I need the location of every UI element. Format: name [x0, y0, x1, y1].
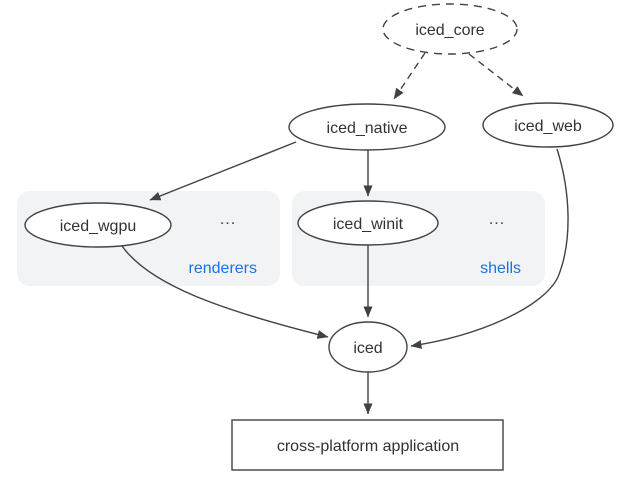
node-iced-native — [288, 103, 446, 151]
node-iced-winit-label: iced_winit — [333, 216, 404, 233]
node-iced-web — [482, 102, 614, 148]
node-iced-wgpu-label: iced_wgpu — [60, 218, 137, 235]
node-iced — [328, 321, 408, 373]
edge-core-to-native — [393, 52, 426, 100]
renderers-ellipsis: ... — [220, 211, 236, 228]
edge-core-to-web — [468, 53, 524, 97]
edge-web-to-iced — [410, 148, 569, 349]
node-iced-wgpu — [24, 202, 172, 248]
node-iced-core — [382, 3, 518, 55]
node-app-box — [231, 419, 504, 471]
node-iced-web-label: iced_web — [514, 118, 582, 135]
node-app-label: cross-platform application — [277, 438, 459, 455]
node-iced-winit — [297, 200, 439, 246]
node-iced-label: iced — [353, 340, 382, 357]
edge-native-to-wgpu — [149, 141, 297, 201]
node-iced-core-label: iced_core — [415, 22, 484, 39]
shells-ellipsis: ... — [489, 211, 505, 228]
shells-group-label: shells — [480, 260, 521, 277]
renderers-group-label: renderers — [189, 260, 257, 277]
node-iced-native-label: iced_native — [327, 120, 408, 137]
edge-wgpu-to-iced — [121, 245, 329, 339]
